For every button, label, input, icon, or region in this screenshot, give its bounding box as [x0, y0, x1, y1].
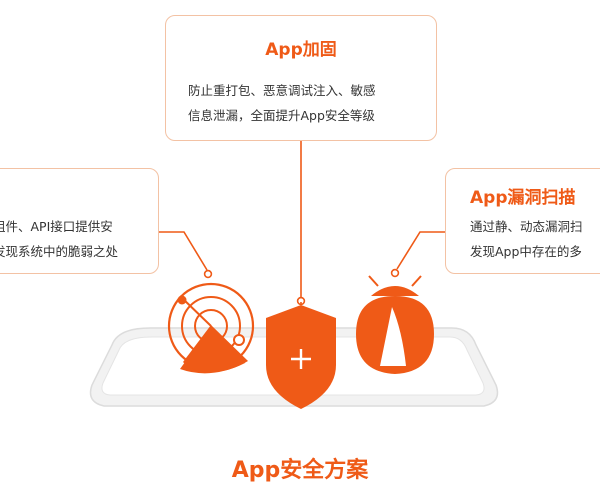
bug-icon [356, 275, 434, 374]
card-vulnerability-scan: App漏洞扫描 通过静、动态漏洞扫 发现App中存在的多 [445, 168, 600, 274]
card-vulnerability-scan-title: App漏洞扫描 [470, 188, 576, 208]
connector-left [159, 231, 208, 271]
connector-left-dot [203, 269, 213, 279]
connector-right-dot [390, 268, 400, 278]
connector-lines [159, 141, 445, 306]
card-app-hardening: App加固 防止重打包、恶意调试注入、敏感 信息泄漏，全面提升App安全等级 [165, 15, 437, 141]
card-vulnerability-scan-body: 通过静、动态漏洞扫 发现App中存在的多 [470, 214, 583, 264]
card-left-line1: 组件、API接口提供安 [0, 219, 113, 234]
card-app-hardening-title: App加固 [265, 40, 337, 60]
card-vulnerability-scan-line2: 发现App中存在的多 [470, 244, 582, 259]
card-app-hardening-line1: 防止重打包、恶意调试注入、敏感 [188, 83, 376, 98]
shield-plus-icon [266, 302, 336, 409]
card-app-hardening-body: 防止重打包、恶意调试注入、敏感 信息泄漏，全面提升App安全等级 [188, 78, 376, 128]
connector-right [396, 231, 445, 270]
card-left-line2: 发现系统中的脆弱之处 [0, 244, 119, 259]
card-vulnerability-scan-line1: 通过静、动态漏洞扫 [470, 219, 583, 234]
card-left-partial: 组件、API接口提供安 发现系统中的脆弱之处 [0, 168, 159, 274]
card-left-body: 组件、API接口提供安 发现系统中的脆弱之处 [0, 214, 118, 264]
card-app-hardening-line2: 信息泄漏，全面提升App安全等级 [188, 108, 375, 123]
radar-icon [167, 282, 255, 374]
solution-title: App安全方案 [231, 458, 369, 483]
card-right-clip: App漏洞扫描 通过静、动态漏洞扫 发现App中存在的多 [445, 160, 600, 280]
